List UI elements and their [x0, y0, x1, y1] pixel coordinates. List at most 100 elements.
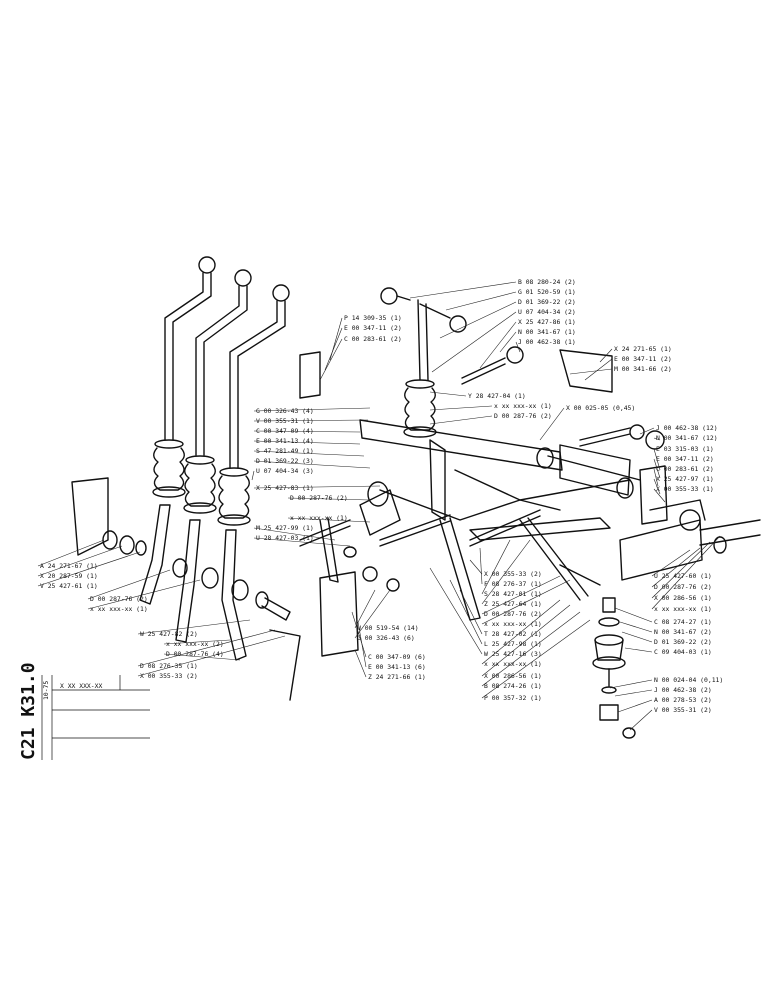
- leader-line: [163, 653, 241, 661]
- leader-line: [287, 517, 371, 523]
- part-callout-label: U 07 404-34 (3): [256, 467, 314, 475]
- part-callout-label: Z 24 271-66 (1): [368, 673, 426, 681]
- part-callout-label: D 00 287-76 (2): [290, 494, 348, 502]
- part-callout-label: J 00 462-38 (2): [654, 686, 712, 694]
- leader-line: [479, 547, 483, 585]
- leader-line: [357, 621, 367, 668]
- part-callout-label: E 00 347-11 (2): [656, 455, 714, 463]
- sheet-code-block: C21 K31.0 10-75 X XX XXX-XX: [18, 662, 150, 760]
- leader-line: [324, 327, 343, 371]
- main-frame: [299, 351, 641, 541]
- leader-line: [429, 567, 483, 655]
- part-callout-label: x xx xxx-xx (1): [654, 605, 712, 613]
- part-callout-label: D 00 287-76 (4): [166, 650, 224, 658]
- part-callout-label: L 25 427-98 (1): [484, 640, 542, 648]
- lever-arm-1: [139, 504, 171, 605]
- part-callout-label: P 14 309-35 (1): [344, 314, 402, 322]
- leader-line: [253, 527, 336, 541]
- part-callout-label: D 00 287-76 (2): [90, 595, 148, 603]
- part-callout-label: S 47 281-49 (1): [256, 447, 314, 455]
- leader-line: [617, 699, 653, 713]
- part-callout-label: x xx xxx-xx (1): [494, 402, 552, 410]
- leader-line: [253, 419, 369, 422]
- leader-line: [253, 485, 381, 489]
- part-callout-label: X 00 355-33 (1): [656, 485, 714, 493]
- leader-line: [651, 535, 721, 610]
- rod-end: [506, 346, 524, 364]
- leader-line: [253, 407, 371, 412]
- part-callout-label: C 09 404-03 (1): [654, 648, 712, 656]
- leader-line: [37, 539, 105, 567]
- part-callout-label: W 25 427-16 (3): [484, 650, 542, 658]
- lever-1: [164, 256, 216, 441]
- leader-line: [624, 647, 653, 653]
- leader-line: [609, 679, 653, 689]
- leader-line: [481, 599, 561, 665]
- leader-line: [163, 639, 231, 645]
- part-callout-label: V 00 355-31 (2): [654, 706, 712, 714]
- part-callout-label: B 08 274-26 (1): [484, 682, 542, 690]
- leader-line: [431, 311, 517, 373]
- part-callout-label: X 00 025-05 (0,45): [566, 404, 635, 412]
- leader-line: [653, 488, 666, 503]
- leader-line: [37, 545, 123, 577]
- leader-line: [499, 331, 517, 353]
- leader-line: [481, 611, 581, 687]
- part-callout-label: E 03 315-03 (1): [656, 445, 714, 453]
- leader-line: [481, 579, 571, 625]
- leader-line: [287, 497, 371, 501]
- part-callout-label: x xx xxx-xx (1): [90, 605, 148, 613]
- pivot-assembly: [592, 597, 636, 739]
- part-callout-label: D 01 369-22 (3): [256, 457, 314, 465]
- leader-line: [651, 549, 691, 577]
- leader-line: [619, 621, 653, 633]
- part-callout-label: N 00 341-67 (12): [656, 434, 718, 442]
- upper-bracket: [559, 349, 613, 393]
- part-callout-label: X 00 355-33 (2): [484, 570, 542, 578]
- rubber-boot-3: [217, 467, 251, 526]
- leader-line: [481, 575, 561, 615]
- leader-line: [584, 358, 613, 381]
- sheet-code: C21 K31.0: [18, 662, 39, 760]
- part-callout-label: X 00 286-56 (1): [654, 594, 712, 602]
- part-callout-label: X 25 427-86 (1): [518, 318, 576, 326]
- leader-line: [253, 440, 361, 445]
- leader-line: [351, 611, 367, 658]
- leader-line: [449, 579, 483, 645]
- leader-line: [319, 338, 343, 381]
- leader-line: [253, 430, 361, 433]
- tie-rod-upper: [461, 357, 506, 385]
- leader-line: [653, 437, 661, 441]
- part-callout-label: S 28 427-01 (1): [484, 590, 542, 598]
- rubber-boot-2: [183, 455, 217, 514]
- leader-line: [653, 458, 661, 479]
- part-callout-label: G 01 520-59 (1): [518, 288, 576, 296]
- leader-line: [137, 629, 276, 667]
- part-callout-label: G 00 326-43 (4): [256, 407, 314, 415]
- part-callout-label: M 00 341-66 (2): [614, 365, 672, 373]
- part-callout-label: A 24 271-67 (1): [40, 562, 98, 570]
- part-callout-label: C 00 283-61 (2): [344, 335, 402, 343]
- part-callout-label: T 28 427-02 (1): [484, 630, 542, 638]
- part-callout-label: C 00 283-61 (2): [656, 465, 714, 473]
- leader-line: [137, 635, 286, 677]
- part-callout-label: J 00 462-38 (1): [518, 338, 576, 346]
- part-callout-label: C 00 347-09 (6): [368, 653, 426, 661]
- leader-line: [459, 589, 483, 635]
- leader-line: [481, 539, 531, 605]
- part-callout-label: D 08 276-35 (1): [140, 662, 198, 670]
- rubber-boot-1: [152, 439, 186, 498]
- part-callout-label: X 00 355-33 (2): [140, 672, 198, 680]
- part-callout-label: D 01 369-22 (2): [654, 638, 712, 646]
- leader-line: [253, 450, 365, 457]
- leader-line: [354, 589, 376, 629]
- leader-line: [614, 689, 653, 697]
- link-rods-center: [299, 509, 601, 657]
- part-callout-label: E 00 341-13 (4): [256, 437, 314, 445]
- part-number-box: X XX XXX-XX: [60, 682, 102, 690]
- leader-line: [429, 405, 493, 411]
- part-callout-label: Z 25 427-64 (1): [484, 600, 542, 608]
- lever-2: [195, 269, 252, 456]
